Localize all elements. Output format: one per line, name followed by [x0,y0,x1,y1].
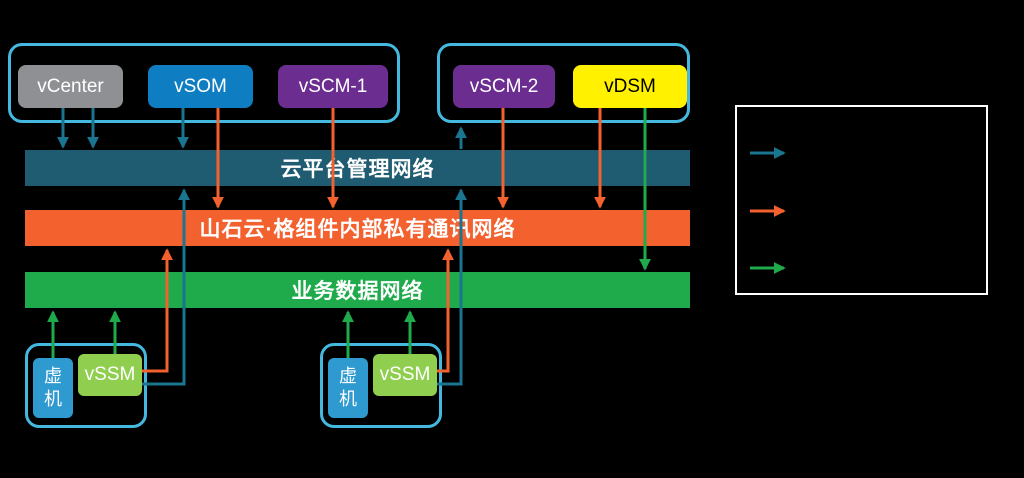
vm-node-1: 虚机 [33,358,73,418]
vm2-label: 虚机 [339,365,357,409]
legend-box [735,105,988,295]
vssm-node-2: vSSM [373,354,437,396]
vcenter-label: vCenter [37,75,104,97]
vsom-node: vSOM [148,65,253,108]
business-network-bar: 业务数据网络 [25,272,690,308]
host-group-1 [25,343,147,428]
vssm1-label: vSSM [84,364,136,385]
vsom-label: vSOM [174,75,227,97]
vssm-node-1: vSSM [78,354,142,396]
vssm2-label: vSSM [379,364,431,385]
vm1-label: 虚机 [44,365,62,409]
host-group-2 [320,343,442,428]
vscm1-node: vSCM-1 [278,65,388,108]
management-components-group [8,43,400,123]
secondary-components-group [437,43,690,123]
vdsm-label: vDSM [604,75,656,97]
private-network-bar: 山石云·格组件内部私有通讯网络 [25,210,690,246]
vdsm-node: vDSM [573,65,687,108]
vscm2-label: vSCM-2 [469,75,539,97]
vm-node-2: 虚机 [328,358,368,418]
vcenter-node: vCenter [18,65,123,108]
vscm1-label: vSCM-1 [298,75,368,97]
management-network-label: 云平台管理网络 [280,158,435,181]
business-network-label: 业务数据网络 [291,280,424,303]
management-network-bar: 云平台管理网络 [25,150,690,186]
vscm2-node: vSCM-2 [453,65,555,108]
private-network-label: 山石云·格组件内部私有通讯网络 [199,218,516,241]
